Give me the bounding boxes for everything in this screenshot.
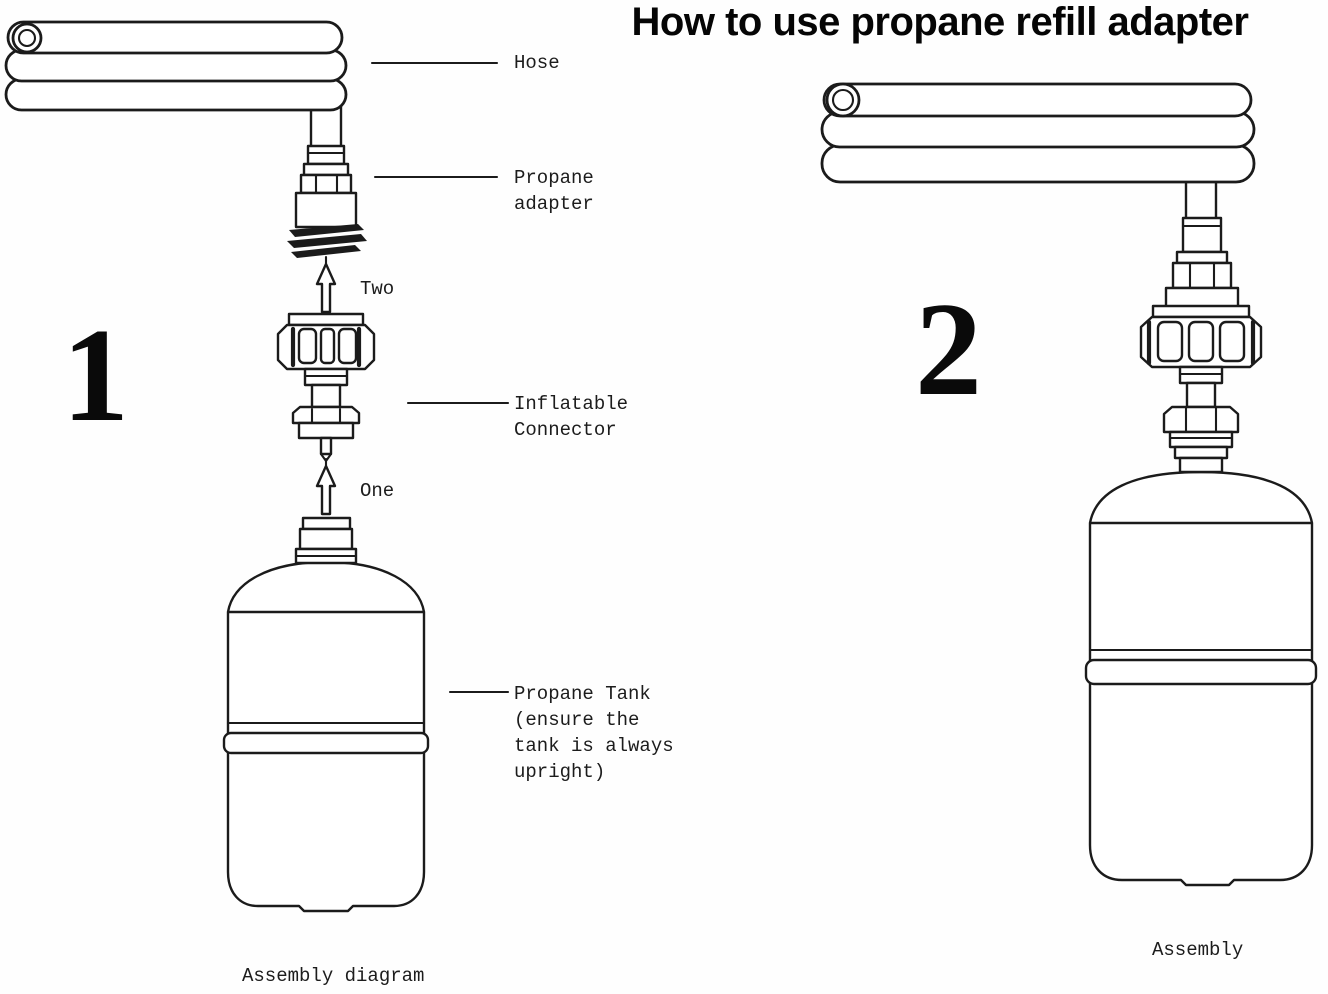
hose-illustration — [4, 20, 348, 152]
inflatable-connector-illustration — [276, 312, 376, 463]
step-two-label: Two — [360, 278, 395, 300]
panel1-number: 1 — [62, 301, 129, 449]
panel2-caption: Assembly — [1152, 939, 1244, 961]
page-title: How to use propane refill adapter — [631, 0, 1249, 44]
propane-tank-illustration — [222, 516, 430, 913]
assembled-diagram — [820, 82, 1318, 887]
assembled-hose-illustration — [820, 82, 1256, 222]
propane-adapter-label: Propane adapter — [514, 167, 594, 215]
arrow-up-one-icon — [315, 457, 337, 516]
propane-tank-label: Propane Tank (ensure the tank is always … — [514, 683, 674, 783]
step-one-label: One — [360, 480, 395, 502]
assembled-tank-illustration — [1084, 445, 1318, 887]
panel1-caption: Assembly diagram — [242, 965, 425, 987]
assembled-connector-illustration — [1139, 304, 1263, 449]
panel2-number: 2 — [915, 275, 982, 423]
assembled-adapter-illustration — [1164, 216, 1240, 310]
hose-label: Hose — [514, 52, 560, 74]
exploded-diagram — [4, 20, 510, 913]
leader-lines — [370, 61, 510, 694]
arrow-up-two-icon — [315, 255, 337, 314]
propane-adapter-illustration — [287, 144, 367, 258]
inflatable-connector-label: Inflatable Connector — [514, 393, 629, 441]
